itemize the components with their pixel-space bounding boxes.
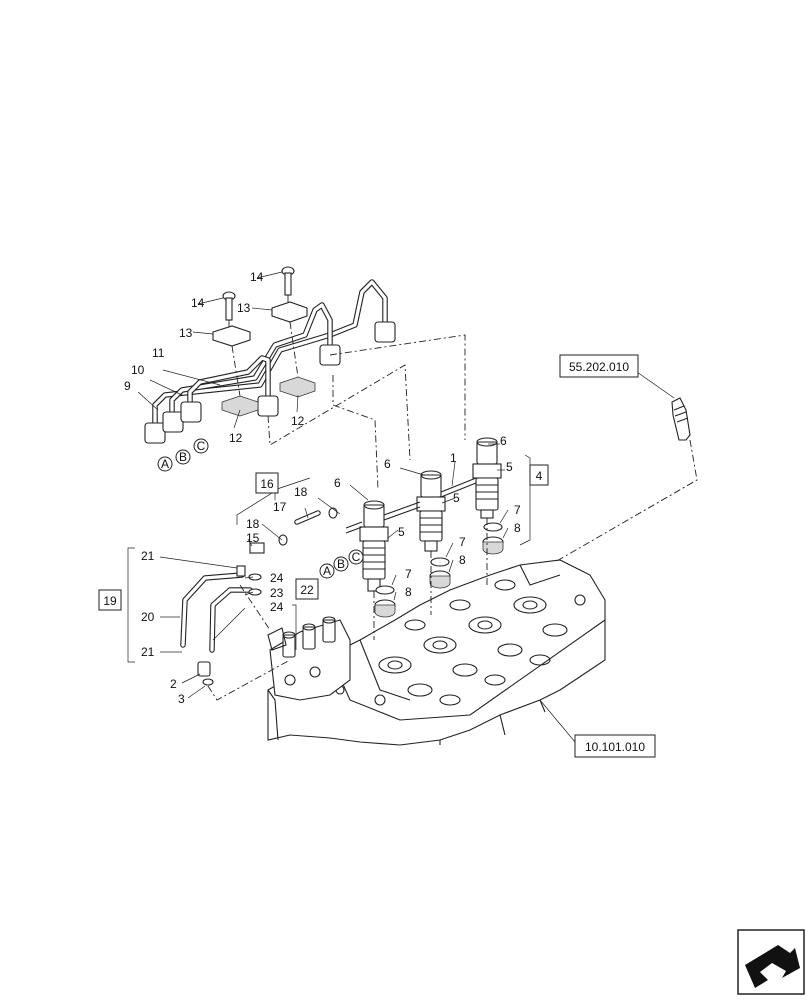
kit-label-19: 19 (98, 589, 122, 611)
reference-glow-plug[interactable]: 55.202.010 (559, 354, 639, 378)
label-13a: 13 (179, 326, 193, 340)
cylinder-head (267, 559, 606, 746)
injector-1 (359, 500, 389, 592)
label-2: 2 (170, 677, 177, 691)
label-24b: 24 (270, 600, 284, 614)
svg-text:19: 19 (103, 594, 117, 608)
label-15: 15 (246, 531, 260, 545)
label-21a: 21 (141, 549, 155, 563)
svg-text:16: 16 (260, 477, 274, 491)
injection-pump (267, 616, 351, 701)
svg-text:4: 4 (536, 469, 543, 483)
label-13b: 13 (237, 301, 251, 315)
label-10: 10 (131, 363, 145, 377)
label-11: 11 (152, 346, 165, 360)
label-7b: 7 (459, 535, 466, 549)
label-8a: 8 (405, 585, 412, 599)
leader-lines (137, 271, 576, 743)
reference-cylinder-head[interactable]: 10.101.010 (574, 734, 656, 758)
kit-label-4: 4 (529, 464, 549, 486)
label-5a: 5 (398, 525, 405, 539)
label-6c: 6 (500, 434, 507, 448)
svg-text:C: C (352, 550, 361, 564)
label-5c: 5 (506, 460, 513, 474)
connector-c-top: C (193, 438, 209, 454)
connector-a-top: A (157, 456, 173, 472)
svg-text:A: A (323, 564, 331, 578)
connector-b-top: B (175, 449, 191, 465)
label-24a: 24 (270, 571, 284, 585)
label-7c: 7 (514, 503, 521, 517)
label-23: 23 (270, 586, 284, 600)
label-5b: 5 (453, 491, 460, 505)
label-7a: 7 (405, 567, 412, 581)
label-18b: 18 (246, 517, 260, 531)
injector-pipes (144, 266, 396, 444)
svg-text:22: 22 (300, 583, 314, 597)
svg-text:55.202.010: 55.202.010 (569, 360, 629, 374)
assembly-lines (207, 334, 698, 701)
label-20: 20 (141, 610, 155, 624)
connector-b-bottom: B (333, 556, 349, 572)
connector-a-bottom: A (319, 563, 335, 579)
svg-text:C: C (197, 439, 206, 453)
navigation-arrow-icon[interactable] (737, 929, 805, 995)
svg-text:A: A (161, 457, 169, 471)
svg-text:B: B (179, 450, 187, 464)
label-1: 1 (450, 451, 457, 465)
part-labels: 1 2 3 5 5 5 6 6 6 7 7 7 8 8 8 9 10 11 12… (124, 270, 521, 706)
label-8c: 8 (514, 521, 521, 535)
glow-plug (636, 371, 691, 441)
label-14a: 14 (191, 296, 205, 310)
label-21b: 21 (141, 645, 155, 659)
label-17: 17 (273, 500, 287, 514)
label-14b: 14 (250, 270, 264, 284)
label-6b: 6 (384, 457, 391, 471)
kit-labels: 4 16 19 22 (98, 464, 549, 611)
label-18a: 18 (294, 485, 308, 499)
label-6a: 6 (334, 476, 341, 490)
svg-text:B: B (337, 557, 345, 571)
return-lines (180, 507, 338, 686)
svg-text:10.101.010: 10.101.010 (585, 740, 645, 754)
label-12b: 12 (291, 414, 305, 428)
kit-label-22: 22 (295, 578, 319, 600)
label-9: 9 (124, 379, 131, 393)
label-12a: 12 (229, 431, 243, 445)
label-3: 3 (178, 692, 185, 706)
label-8b: 8 (459, 553, 466, 567)
injector-2 (416, 470, 446, 552)
kit-label-16: 16 (255, 472, 279, 494)
injector-3 (472, 437, 502, 519)
injectors (345, 437, 504, 618)
connector-markers: A B C A B C (157, 438, 364, 579)
connector-c-bottom: C (348, 549, 364, 565)
